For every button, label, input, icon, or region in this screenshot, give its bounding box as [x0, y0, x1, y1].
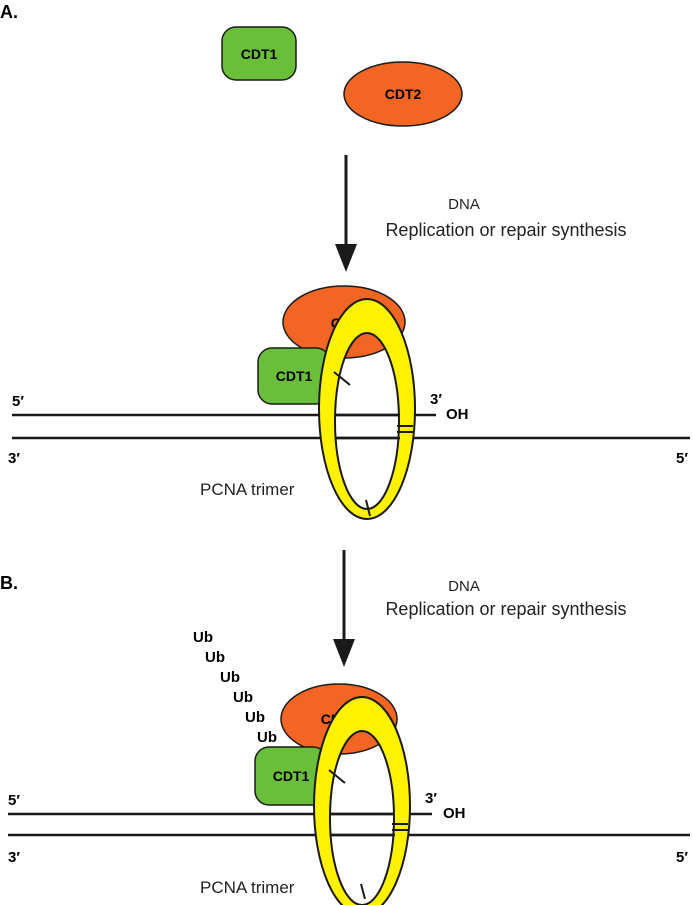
pcna-divider-1: [333, 371, 351, 386]
label-5prime-top: 5′: [8, 792, 20, 809]
cdt2-free: CDT2: [343, 61, 463, 127]
label-5prime-top: 5′: [12, 393, 24, 410]
label-3prime-bottom: 3′: [8, 849, 20, 866]
cdt1-complex-label: CDT1: [276, 368, 313, 384]
cdt2-shape: [343, 61, 463, 127]
ubiquitin-chain: Ub Ub Ub Ub Ub Ub: [193, 629, 277, 746]
panel-a: A. CDT1 CDT2 DNA Replication or repair s…: [0, 2, 690, 520]
ub-5: Ub: [245, 709, 265, 726]
label-5prime-bottom: 5′: [676, 450, 688, 467]
step-text-synthesis: Replication or repair synthesis: [385, 220, 626, 240]
ub-2: Ub: [205, 649, 225, 666]
pcna-ring-b: [312, 696, 412, 905]
arrow-b: [333, 550, 355, 667]
pcna-divider-1: [328, 769, 346, 784]
arrow-head: [333, 639, 355, 667]
label-oh: OH: [443, 805, 466, 822]
arrow-a: [335, 155, 357, 272]
cdt1-label: CDT1: [241, 46, 278, 62]
panel-a-label: A.: [0, 2, 18, 22]
ub-3: Ub: [220, 669, 240, 686]
cdt2-label: CDT2: [385, 86, 422, 102]
ub-4: Ub: [233, 689, 253, 706]
label-3prime-bottom: 3′: [8, 450, 20, 467]
cdt1-free: CDT1: [221, 26, 297, 81]
cdt1-shape: [221, 26, 297, 81]
pcna-ring-shape: [317, 298, 417, 520]
pcna-ring-a: [317, 298, 417, 520]
pcna-divider-4: [365, 499, 371, 517]
pcna-label: PCNA trimer: [200, 480, 295, 499]
label-oh: OH: [446, 406, 469, 423]
panel-b-label: B.: [0, 573, 18, 593]
label-3prime-top: 3′: [430, 391, 442, 408]
step-text-synthesis: Replication or repair synthesis: [385, 599, 626, 619]
cdt1-complex: CDT1: [257, 347, 331, 405]
pcna-label: PCNA trimer: [200, 878, 295, 897]
ub-6: Ub: [257, 729, 277, 746]
pcna-ring-shape: [312, 696, 412, 905]
step-text-dna: DNA: [448, 196, 480, 213]
cdt1-complex-label: CDT1: [273, 768, 310, 784]
label-3prime-top: 3′: [425, 790, 437, 807]
cdt1-complex: CDT1: [254, 746, 328, 806]
label-5prime-bottom: 5′: [676, 849, 688, 866]
ub-1: Ub: [193, 629, 213, 646]
step-text-dna: DNA: [448, 578, 480, 595]
panel-b: B. DNA Replication or repair synthesis U…: [0, 550, 690, 905]
pcna-divider-4: [360, 883, 366, 900]
arrow-head: [335, 244, 357, 272]
